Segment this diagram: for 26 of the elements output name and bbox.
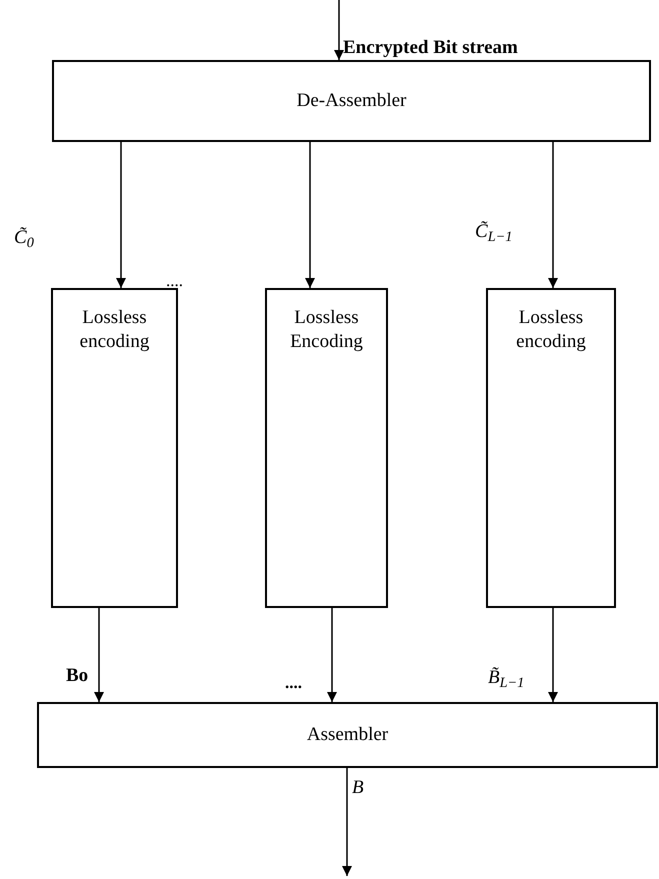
process-box bbox=[486, 288, 616, 608]
process-box bbox=[265, 288, 388, 608]
edge-label: Encrypted Bit stream bbox=[343, 36, 518, 60]
box-label: Lossless Encoding bbox=[289, 306, 364, 354]
edge-label: B bbox=[352, 776, 364, 800]
box-label: Assembler bbox=[306, 723, 390, 747]
process-box bbox=[52, 60, 651, 142]
arrow bbox=[548, 142, 558, 288]
arrow bbox=[342, 768, 352, 876]
arrow bbox=[116, 142, 126, 288]
process-box bbox=[37, 702, 658, 768]
edge-label: Bo bbox=[66, 664, 88, 688]
edge-label: C̃$_{0}$ bbox=[14, 226, 34, 250]
ellipsis-label: .... bbox=[285, 672, 302, 694]
arrow bbox=[94, 608, 104, 702]
box-label: Lossless encoding bbox=[78, 306, 150, 354]
ellipsis-label: .... bbox=[166, 270, 183, 292]
process-box bbox=[51, 288, 178, 608]
arrow bbox=[548, 608, 558, 702]
arrow bbox=[327, 608, 337, 702]
arrow bbox=[334, 0, 344, 60]
box-label: De-Assembler bbox=[296, 89, 408, 113]
arrow bbox=[305, 142, 315, 288]
edge-label: C̃$_{L−1}$ bbox=[475, 220, 512, 244]
box-label: Lossless encoding bbox=[515, 306, 587, 354]
edge-label: B̃$_{L−1}$ bbox=[488, 666, 524, 690]
